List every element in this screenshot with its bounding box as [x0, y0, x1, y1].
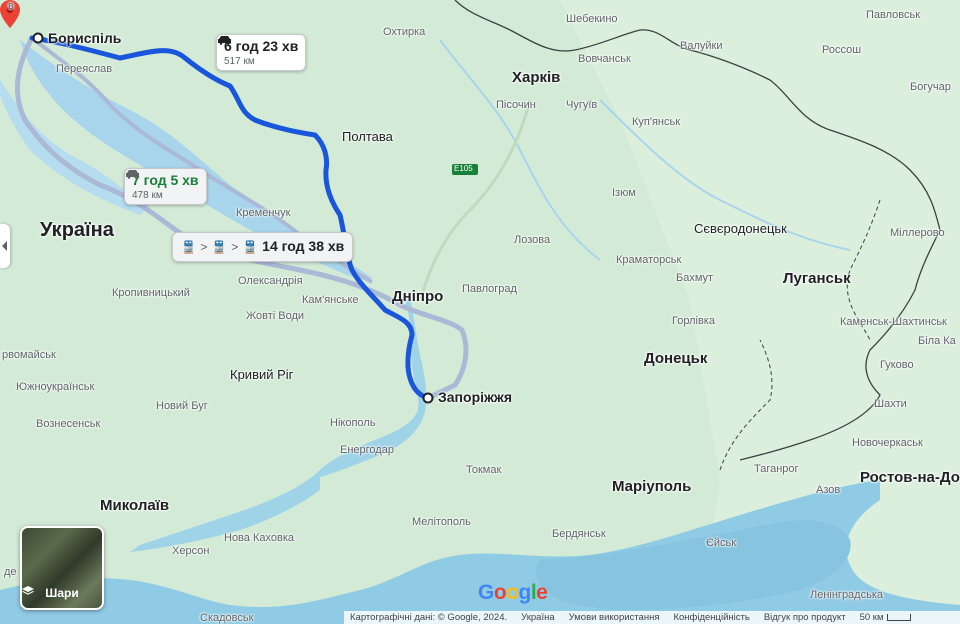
layers-label: Шари — [45, 586, 79, 600]
place-label: Краматорськ — [616, 254, 682, 266]
place-label: Пісочин — [496, 99, 536, 111]
place-label: Новочеркаськ — [852, 437, 923, 449]
route-callout-transit[interactable]: 🚆 > 🚆 > 🚆 14 год 38 хв — [172, 232, 354, 262]
map-footer: Картографічні дані: © Google, 2024. Укра… — [344, 611, 960, 624]
train-icon: 🚆 — [211, 240, 227, 254]
place-label: Бердянськ — [552, 528, 606, 540]
place-label: Богучар — [910, 81, 951, 93]
place-label: Чугуїв — [566, 99, 598, 111]
chevron-right-icon: > — [231, 240, 239, 254]
privacy-link[interactable]: Конфіденційність — [673, 612, 750, 623]
place-label: Маріуполь — [612, 478, 692, 495]
place-label: Куп'янськ — [632, 116, 681, 128]
route-callout-alt[interactable]: 7 год 5 хв 478 км — [124, 168, 207, 205]
place-label: Новий Буг — [156, 400, 208, 412]
place-label: Нова Каховка — [224, 532, 294, 544]
place-label: Гуково — [880, 359, 914, 371]
place-label: Кропивницький — [112, 287, 190, 299]
place-label: Луганськ — [783, 270, 851, 287]
place-label: Єйськ — [706, 537, 737, 549]
place-label: Сєвєродонецьк — [694, 221, 787, 236]
place-label: Кривий Ріг — [230, 367, 294, 382]
place-label: Валуйки — [680, 40, 723, 52]
place-label: Охтирка — [383, 26, 426, 38]
route-duration: 6 год 23 хв — [224, 38, 299, 54]
place-label: Ленінградська — [810, 589, 883, 601]
train-icon: 🚆 — [242, 240, 258, 254]
place-label: Ізюм — [612, 187, 636, 199]
route-distance: 478 км — [132, 190, 163, 201]
feedback-link[interactable]: Відгук про продукт — [763, 612, 846, 623]
chevron-left-icon — [2, 241, 7, 251]
route-distance: 517 км — [224, 56, 255, 67]
google-logo: Google — [478, 581, 548, 604]
place-label: Мелітополь — [412, 516, 471, 528]
place-label: Полтава — [342, 129, 393, 144]
place-label: Нікополь — [330, 417, 376, 429]
place-label: Вознесенськ — [36, 418, 101, 430]
attribution-text: Картографічні дані: © Google, 2024. — [350, 612, 508, 623]
car-icon — [126, 170, 139, 179]
layers-button[interactable]: Шари — [20, 526, 104, 610]
place-label: Азов — [816, 484, 841, 496]
route-duration: 7 год 5 хв — [132, 172, 199, 188]
route-duration: 14 год 38 хв — [262, 238, 345, 254]
country-label: Україна — [40, 219, 114, 241]
place-label: Павлоград — [462, 283, 517, 295]
place-label: Біла Ка — [918, 335, 956, 347]
place-label: Скадовськ — [200, 612, 254, 624]
place-label: Южноукраїнськ — [16, 381, 95, 393]
place-label: в — [8, 0, 14, 12]
place-label: Таганрог — [754, 463, 799, 475]
place-label: Міллерово — [890, 227, 945, 239]
car-icon — [218, 36, 231, 45]
scale-label[interactable]: 50 км — [859, 612, 884, 623]
place-label: Вовчанськ — [578, 53, 631, 65]
place-label: Горлівка — [672, 315, 715, 327]
origin-label[interactable]: Бориспіль — [48, 30, 122, 46]
destination-label[interactable]: Запоріжжя — [438, 389, 513, 405]
place-label: Павловськ — [866, 9, 921, 21]
place-label: Шебекино — [566, 13, 618, 25]
place-label: Кременчук — [236, 207, 291, 219]
place-label: Бахмут — [676, 272, 714, 284]
layers-icon — [22, 586, 34, 595]
place-label: Донецьк — [644, 350, 708, 367]
place-label: Лозова — [514, 234, 551, 246]
route-callout-main[interactable]: 6 год 23 хв 517 км — [216, 34, 307, 71]
place-label: Переяслав — [56, 63, 113, 75]
train-icon: 🚆 — [181, 240, 196, 254]
scale-bar — [887, 614, 912, 621]
place-label: де — [4, 566, 17, 578]
terms-link[interactable]: Умови використання — [568, 612, 660, 623]
place-label: Херсон — [172, 545, 210, 557]
place-label: Миколаїв — [100, 497, 170, 514]
country-link[interactable]: Україна — [521, 612, 555, 623]
place-label: рвомайськ — [2, 349, 56, 361]
place-label: Ростов-на-До — [860, 469, 960, 486]
highway-shield: E105 — [454, 164, 473, 173]
collapse-panel-button[interactable] — [0, 224, 10, 268]
place-label: Олександрія — [238, 275, 303, 287]
chevron-right-icon: > — [200, 240, 208, 254]
place-label: Енергодар — [340, 444, 394, 456]
place-label: Россош — [822, 44, 862, 56]
place-label: Кам'янське — [302, 294, 359, 306]
destination-pin-icon[interactable] — [0, 0, 20, 28]
place-label: Каменськ-Шахтинськ — [840, 316, 947, 328]
place-label: Харків — [512, 69, 561, 86]
place-label: Жовті Води — [246, 310, 305, 322]
place-label: Токмак — [466, 464, 502, 476]
place-label: Дніпро — [392, 288, 444, 305]
place-label: Шахти — [874, 398, 907, 410]
